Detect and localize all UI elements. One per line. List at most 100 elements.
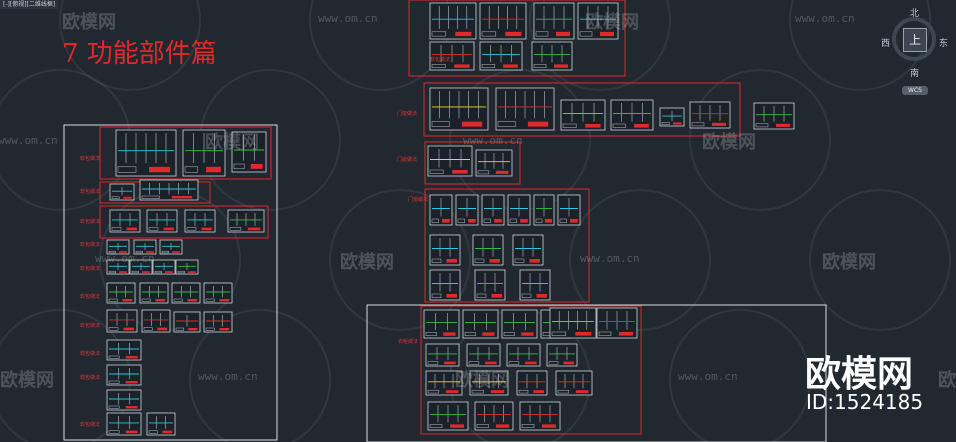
watermark-circle [689, 69, 831, 211]
drawing-sheet [549, 307, 597, 339]
sheet-border [106, 309, 138, 333]
compass-north[interactable]: 北 [910, 9, 920, 19]
wcs-menu[interactable]: WCS [902, 86, 928, 95]
drawing-sheet [501, 309, 538, 339]
watermark-brand: 欧模网 [205, 132, 259, 153]
brand-logo-text: 欧模网 [805, 354, 914, 395]
title-block [442, 219, 450, 223]
title-block [521, 332, 534, 336]
sheet-border [184, 209, 216, 233]
sheet-label: 软包做法 [80, 242, 101, 248]
title-block [452, 170, 468, 174]
drawing-sheet [531, 41, 573, 71]
drawing-sheet [466, 343, 501, 367]
title-block [536, 294, 547, 298]
drawing-sheet [519, 269, 551, 301]
sheet-border [106, 389, 142, 411]
drawing-sheet [474, 401, 514, 431]
drawing-sheet [106, 364, 142, 386]
title-block [446, 259, 457, 263]
title-block [529, 259, 540, 263]
sheet-frame-left [63, 124, 278, 441]
drawing-sheet [596, 307, 638, 339]
title-block [141, 298, 151, 302]
drawing-sheet [429, 41, 475, 71]
title-block [481, 31, 497, 37]
watermark-circle [569, 189, 711, 331]
title-block [483, 218, 491, 223]
title-block [476, 424, 489, 429]
title-block [162, 430, 173, 434]
watermark-brand: 欧模网 [702, 132, 756, 153]
title-block [612, 123, 626, 128]
title-block [157, 327, 168, 331]
sheet-label: 软包做法 [80, 323, 101, 329]
drawing-sheet [689, 101, 731, 129]
title-block [634, 124, 649, 128]
title-block [533, 390, 544, 394]
title-block [123, 196, 132, 199]
compass-ring[interactable] [892, 17, 936, 61]
title-block [117, 166, 137, 173]
title-block [471, 389, 484, 394]
title-block [149, 166, 170, 173]
drawing-sheet [427, 145, 473, 177]
compass-south[interactable]: 南 [910, 69, 920, 79]
title-block [521, 424, 535, 429]
drawing-sheet [479, 2, 527, 40]
title-block [201, 227, 212, 231]
compass-west[interactable]: 西 [881, 39, 891, 49]
watermark-circle [789, 0, 931, 91]
title-block [446, 294, 457, 298]
title-block [503, 332, 515, 337]
sheet-border [106, 339, 142, 361]
drawing-sheet [106, 389, 142, 411]
title-block [427, 361, 439, 365]
title-block [776, 123, 790, 127]
watermark-url: www.om.cn [463, 134, 523, 147]
title-block [125, 356, 138, 359]
drawing-sheet [139, 179, 199, 201]
title-block [111, 227, 122, 231]
drawing-sheet [115, 129, 177, 177]
title-block [250, 164, 263, 169]
watermark-brand: 欧模网 [340, 252, 394, 273]
viewport-controls[interactable]: [-][俯视][二维线框] [0, 0, 59, 9]
title-block [520, 219, 528, 223]
sheet-frame-bottom [366, 304, 827, 442]
drawing-sheet [659, 107, 685, 127]
title-block [123, 327, 134, 331]
title-block [108, 405, 120, 409]
title-block [165, 271, 173, 273]
sheet-label: 软包做法 [80, 422, 101, 428]
watermark-url: www.om.cn [580, 252, 640, 265]
title-block [431, 293, 442, 298]
drawing-sheet [481, 194, 505, 226]
drawing-sheet [429, 234, 461, 266]
watermark-circle [529, 0, 671, 91]
red-frame [424, 141, 521, 185]
title-block [570, 219, 578, 223]
drawing-sheet [474, 269, 506, 301]
title-block [431, 218, 439, 223]
watermark-circle [189, 309, 331, 442]
viewcube[interactable]: 北 西 东 南 上 WCS [877, 6, 951, 98]
viewcube-top-face[interactable]: 上 [903, 28, 927, 52]
title-block [108, 355, 120, 359]
compass-east[interactable]: 东 [939, 39, 949, 49]
title-block [461, 121, 483, 127]
title-block [188, 328, 198, 331]
title-block [533, 64, 547, 69]
title-block [161, 250, 169, 254]
watermark-url: www.om.cn [95, 252, 155, 265]
title-block [457, 218, 465, 223]
drawing-sheet [227, 209, 265, 233]
drawing-sheet [533, 2, 575, 40]
title-block [108, 298, 118, 302]
title-block [427, 389, 440, 394]
drawing-sheet [429, 194, 453, 226]
drawing-sheet [171, 282, 201, 304]
title-block [450, 424, 464, 428]
sheet-border [106, 364, 142, 386]
